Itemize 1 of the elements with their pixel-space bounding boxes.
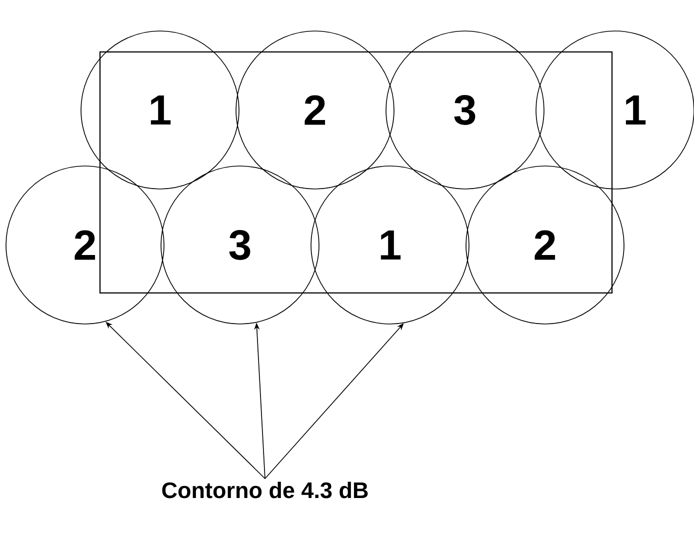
caption-text: Contorno de 4.3 dB	[162, 482, 368, 498]
